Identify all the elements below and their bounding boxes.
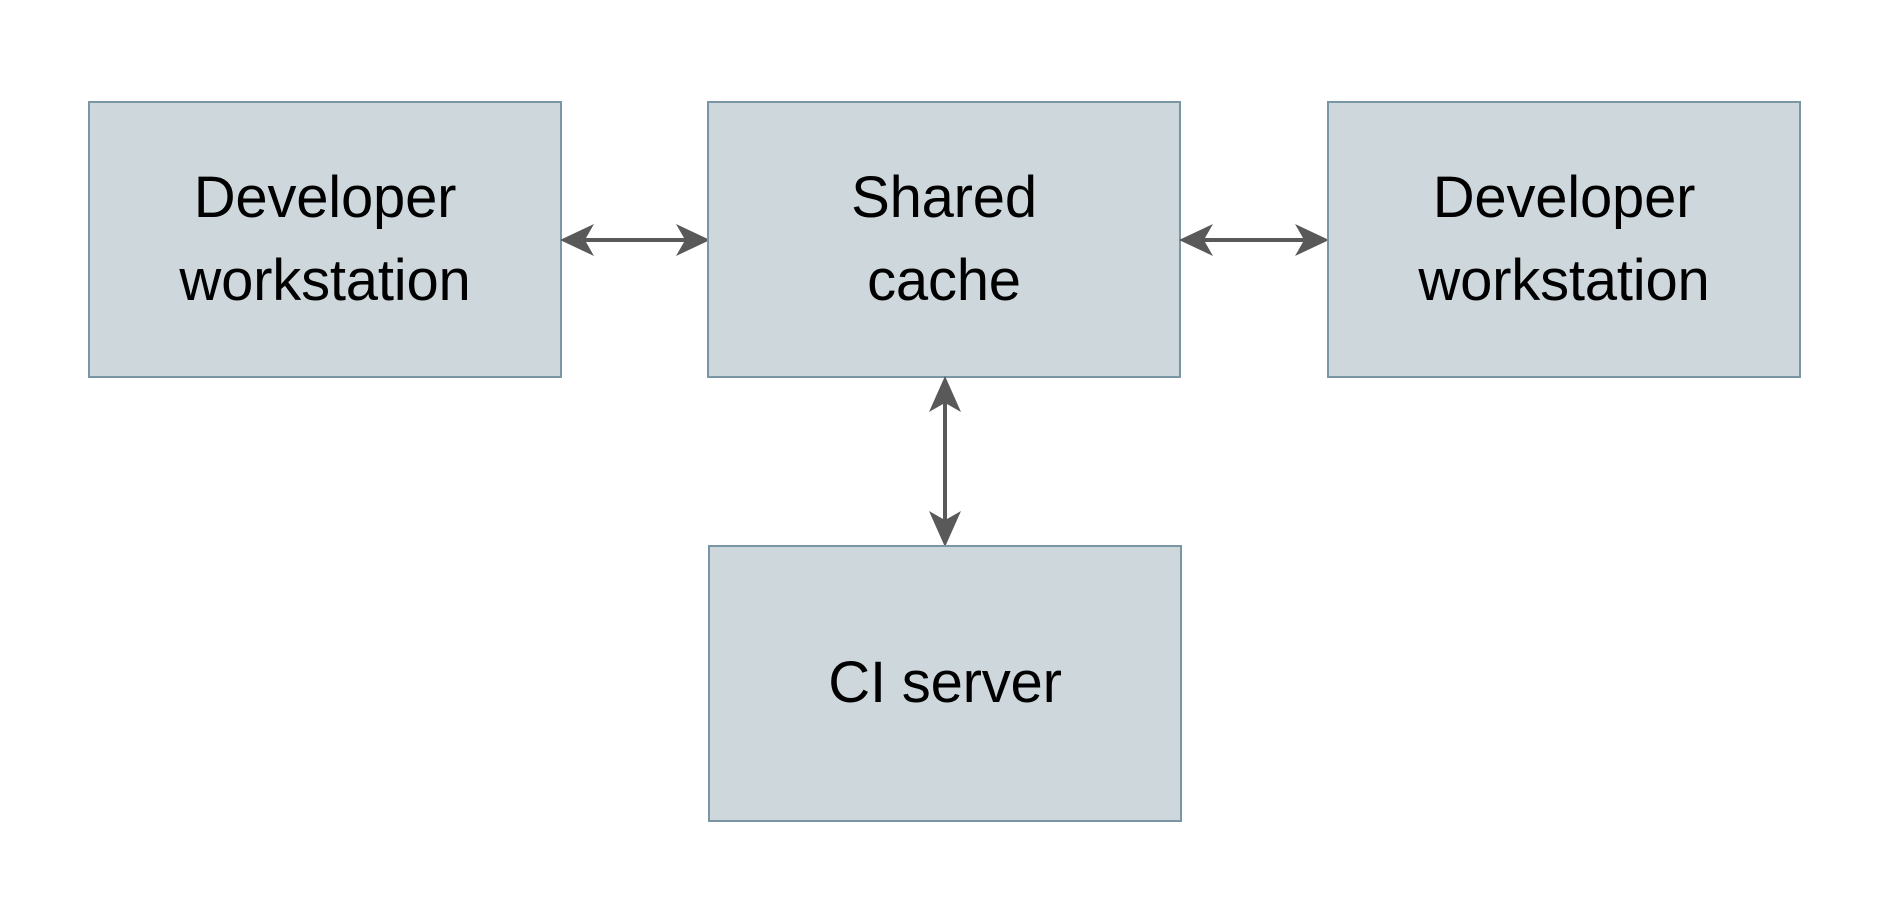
node-label: Developer workstation (1418, 165, 1710, 313)
bidirectional-arrow-icon (560, 224, 710, 256)
node-ci-server[interactable]: CI server (708, 545, 1182, 822)
node-developer-workstation-right[interactable]: Developer workstation (1327, 101, 1801, 378)
node-shared-cache[interactable]: Shared cache (707, 101, 1181, 378)
node-label: CI server (828, 650, 1062, 716)
connector-shared-cache-to-dev-right (1179, 214, 1329, 266)
connector-shared-cache-to-ci-server (919, 376, 971, 547)
bidirectional-arrow-vertical-icon (929, 376, 961, 547)
bidirectional-arrow-icon (1179, 224, 1329, 256)
connector-dev-left-to-shared-cache (560, 214, 710, 266)
node-label: Shared cache (851, 165, 1037, 313)
node-developer-workstation-left[interactable]: Developer workstation (88, 101, 562, 378)
node-label: Developer workstation (179, 165, 471, 313)
